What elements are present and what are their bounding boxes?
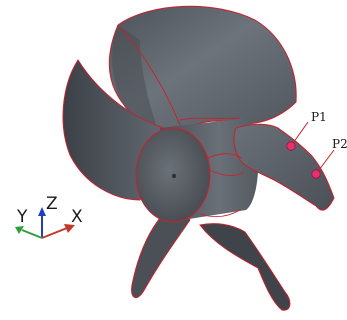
root-fillet-4 — [199, 209, 241, 218]
root-fillet-1 — [179, 117, 241, 121]
axis-z-label: Z — [46, 194, 58, 214]
point-p1-marker[interactable] — [286, 141, 296, 151]
blade-right[interactable] — [233, 123, 335, 211]
blade-lower-left[interactable] — [131, 204, 191, 299]
blade-lower[interactable] — [199, 223, 291, 311]
axis-x-label: X — [71, 207, 83, 227]
root-fillet-2 — [204, 153, 243, 161]
point-p1-label: P1 — [311, 110, 327, 124]
blade-upper-edge-line — [117, 24, 183, 131]
point-p2-label: P2 — [332, 137, 347, 151]
axis-y-label: Y — [16, 207, 28, 227]
point-p1[interactable]: P1 — [286, 110, 327, 151]
root-fillet-3 — [209, 169, 245, 177]
hub-center-hole — [171, 173, 177, 179]
blade-upper-inner-face — [112, 25, 160, 135]
point-p2-marker[interactable] — [311, 169, 321, 179]
point-p2[interactable]: P2 — [311, 137, 347, 179]
axis-triad: Z X Y — [15, 194, 83, 239]
propeller-model[interactable]: P1 P2 — [62, 5, 347, 311]
